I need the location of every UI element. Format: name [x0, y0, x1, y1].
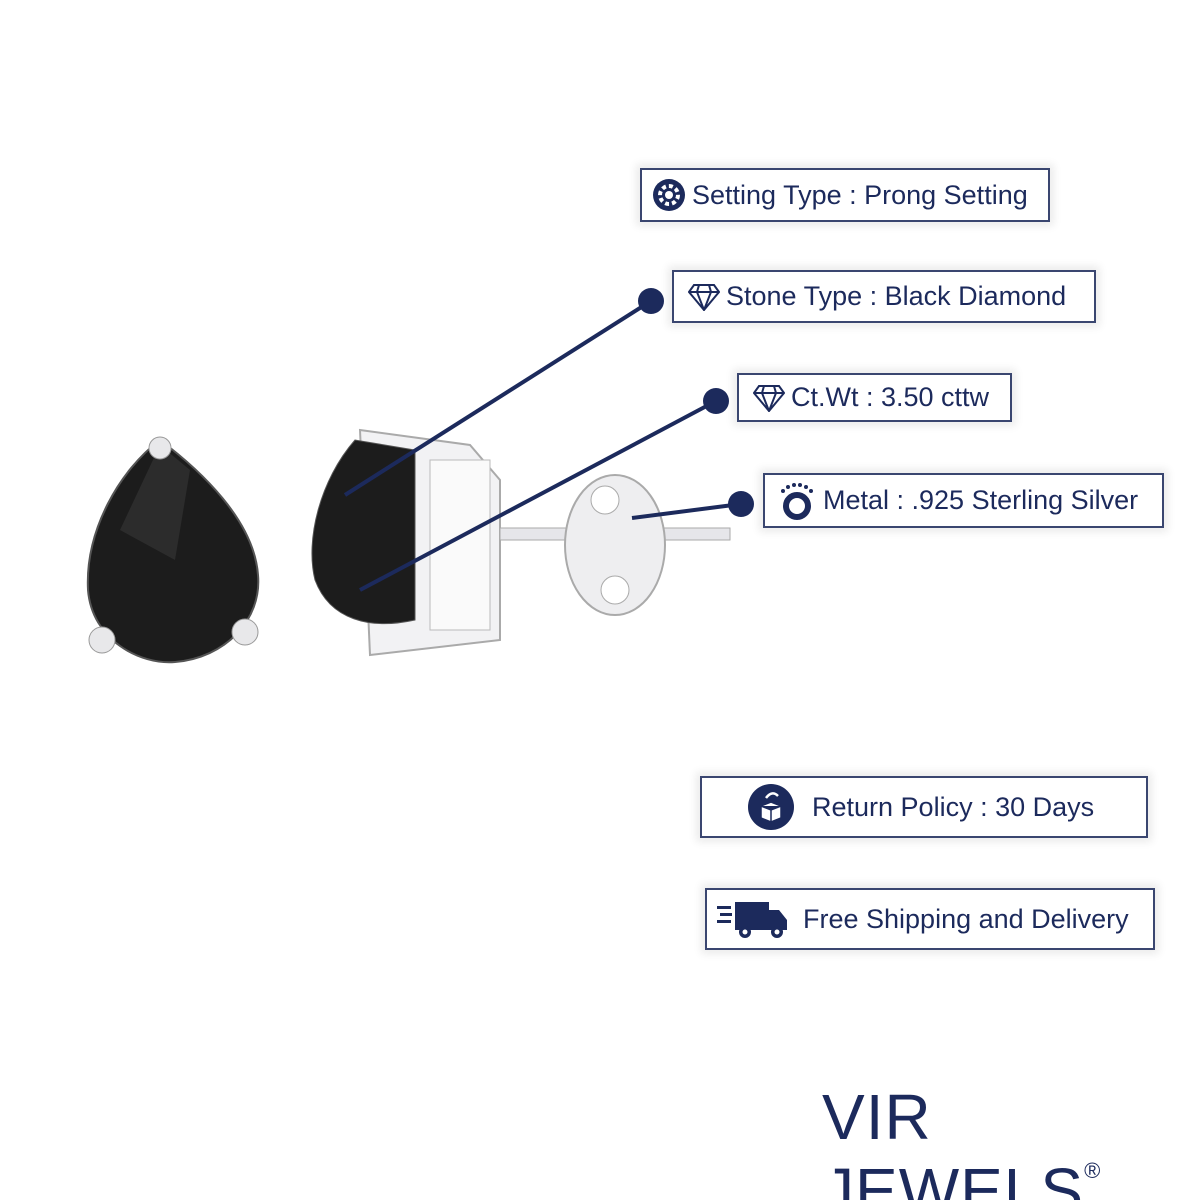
diamond-icon — [753, 384, 785, 412]
earring-side-view — [311, 428, 731, 657]
earring-front-view — [86, 436, 260, 664]
callout-lines — [343, 288, 754, 592]
free-shipping-text: Free Shipping and Delivery — [803, 903, 1129, 934]
stone-type-label: Stone Type : Black Diamond — [672, 270, 1096, 323]
registered-mark: ® — [1084, 1158, 1102, 1183]
metal-text: Metal : .925 Sterling Silver — [823, 485, 1139, 515]
gear-icon — [653, 179, 685, 211]
return-box-icon — [748, 784, 794, 830]
ring-icon — [781, 482, 813, 520]
carat-weight-text: Ct.Wt : 3.50 cttw — [791, 382, 990, 412]
metal-label: Metal : .925 Sterling Silver — [763, 473, 1164, 528]
diamond-icon — [688, 283, 720, 311]
stone-type-text: Stone Type : Black Diamond — [726, 281, 1067, 311]
return-policy-label: Return Policy : 30 Days — [700, 776, 1148, 838]
setting-type-text: Setting Type : Prong Setting — [692, 179, 1028, 210]
brand-name: VIR JEWELS — [822, 1081, 1085, 1200]
setting-type-label: Setting Type : Prong Setting — [640, 168, 1050, 222]
return-policy-text: Return Policy : 30 Days — [812, 791, 1095, 822]
carat-weight-label: Ct.Wt : 3.50 cttw — [737, 373, 1012, 422]
delivery-truck-icon — [717, 902, 787, 938]
free-shipping-label: Free Shipping and Delivery — [705, 888, 1155, 950]
brand-logo: VIR JEWELS® — [822, 1080, 1200, 1200]
